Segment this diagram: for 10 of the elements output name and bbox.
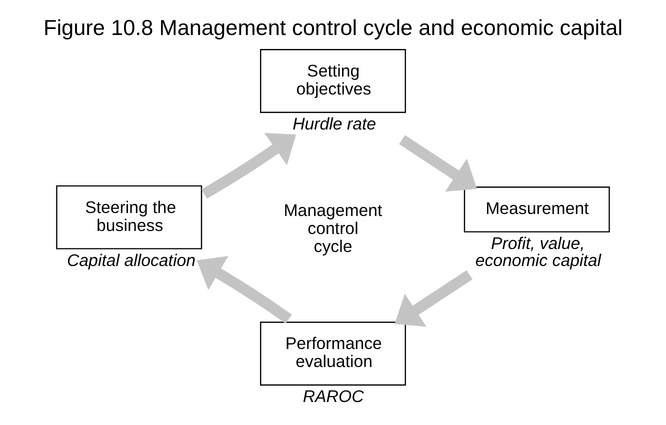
arrow (201, 132, 296, 199)
node-label: Profit, value, economic capital (475, 234, 602, 270)
arrow (399, 135, 477, 192)
arrow (196, 256, 292, 324)
node-label: RAROC (302, 387, 364, 406)
node-label: Hurdle rate (292, 114, 376, 134)
arrow (394, 270, 473, 327)
node-label: Capital allocation (66, 250, 196, 270)
diagram-title: Figure 10.8 Management control cycle and economic capital (43, 15, 623, 40)
label: Management control cycle (284, 200, 382, 256)
